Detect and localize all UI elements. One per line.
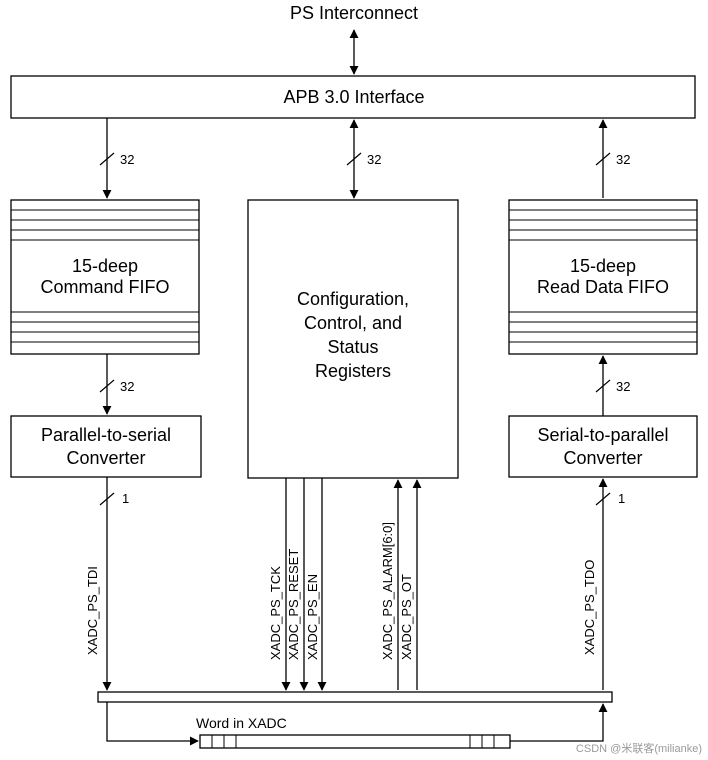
apb-interface-label: APB 3.0 Interface: [283, 87, 424, 107]
word-in-xadc-label: Word in XADC: [196, 715, 287, 731]
signal-reset: XADC_PS_RESET: [286, 549, 301, 660]
p2s-label-1: Parallel-to-serial: [41, 425, 171, 445]
bus-width-label: 1: [618, 491, 625, 506]
read-fifo-label-1: 15-deep: [570, 256, 636, 276]
apb-interface-box: [10, 75, 696, 119]
word-in-arrow: [106, 702, 199, 746]
bus-slash: [595, 379, 611, 393]
signal-tdi: XADC_PS_TDI: [85, 566, 100, 655]
bus-width-label: 32: [616, 152, 630, 167]
registers-box: Configuration, Control, and Status Regis…: [247, 199, 459, 479]
word-out-arrow: [510, 703, 608, 742]
registers-label-2: Control, and: [304, 313, 402, 333]
ps-interconnect-label: PS Interconnect: [290, 3, 418, 23]
bus-slash: [595, 492, 611, 506]
watermark-text: CSDN @米联客(milianke): [576, 741, 702, 755]
s2p-label-2: Converter: [563, 448, 642, 468]
bus-width-label: 32: [120, 152, 134, 167]
signal-alarm: XADC_PS_ALARM[6:0]: [380, 522, 395, 660]
s2p-label-1: Serial-to-parallel: [537, 425, 668, 445]
bus-width-label: 32: [120, 379, 134, 394]
serial-to-parallel-box: [508, 415, 698, 478]
signal-ot: XADC_PS_OT: [399, 574, 414, 660]
bus-width-label: 32: [616, 379, 630, 394]
bus-slash: [99, 379, 115, 393]
cmd-fifo-label-2: Command FIFO: [40, 277, 169, 297]
bus-width-label: 1: [122, 491, 129, 506]
bus-slash: [99, 492, 115, 506]
command-fifo-box: 15-deep Command FIFO: [10, 199, 200, 355]
bus-slash: [595, 152, 611, 166]
signal-tck: XADC_PS_TCK: [268, 566, 283, 660]
signal-en: XADC_PS_EN: [305, 574, 320, 660]
p2s-label-2: Converter: [66, 448, 145, 468]
bus-slash: [346, 152, 362, 166]
registers-label-3: Status: [327, 337, 378, 357]
bus-width-label: 32: [367, 152, 381, 167]
parallel-to-serial-box: [10, 415, 202, 478]
registers-label-1: Configuration,: [297, 289, 409, 309]
registers-label-4: Registers: [315, 361, 391, 381]
cmd-fifo-label-1: 15-deep: [72, 256, 138, 276]
bus-slash: [99, 152, 115, 166]
xadc-port-bar: [97, 691, 613, 703]
signal-tdo: XADC_PS_TDO: [582, 560, 597, 655]
read-fifo-label-2: Read Data FIFO: [537, 277, 669, 297]
read-data-fifo-box: 15-deep Read Data FIFO: [508, 199, 698, 355]
word-register: [199, 734, 511, 749]
